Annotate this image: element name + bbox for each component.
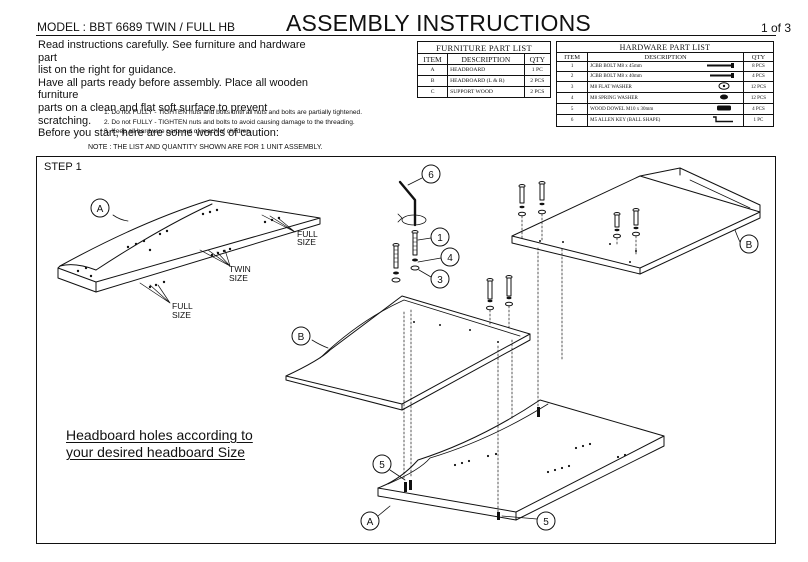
bottom-headboard-a — [360, 399, 665, 531]
headboard-holes — [76, 208, 281, 289]
dowel-number-label: 5 — [543, 517, 549, 528]
description-cell: SUPPORT WOOD — [447, 86, 525, 98]
lower-headboard-panel-b — [285, 295, 531, 411]
furniture-part-list: FURNITURE PART LIST ITEM DESCRIPTION QTY… — [416, 41, 552, 98]
part-b-label: B — [298, 332, 305, 343]
intro-line: Read instructions carefully. See furnitu… — [38, 39, 306, 64]
table-row: C SUPPORT WOOD 2 PCS — [416, 86, 552, 98]
headboard-size-callout: Headboard holes according to your desire… — [66, 427, 253, 461]
step-panel — [36, 156, 776, 544]
callout-line: Headboard holes according to — [66, 427, 253, 443]
full-size-label: FULL — [172, 301, 193, 311]
callout-line: your desired headboard Size — [66, 444, 246, 460]
twin-size-label: SIZE — [229, 273, 248, 283]
intro-line: Before you start, here are some words of… — [38, 127, 279, 140]
item-cell: C — [416, 86, 449, 98]
allen-key-icon — [698, 114, 744, 127]
bolt-number-label: 1 — [437, 233, 443, 244]
spring-washer-number-label: 4 — [447, 253, 453, 264]
model-number: MODEL : BBT 6689 TWIN / FULL HB — [37, 20, 236, 34]
qty-cell: 1 PC — [742, 114, 775, 127]
caution-item: 1. Do not FULLY - TIGHTEN nuts and bolts… — [104, 109, 363, 116]
intro-line: Have all parts ready before assembly. Pl… — [38, 76, 309, 102]
allen-key-number-label: 6 — [428, 170, 434, 181]
twin-size-label: TWIN — [229, 264, 251, 274]
caution-item: 2. Do not FULLY - TIGHTEN nuts and bolts… — [104, 118, 355, 126]
hardware-part-list: HARDWARE PART LIST ITEM DESCRIPTION QTY … — [555, 41, 775, 127]
page-number: 1 of 3 — [761, 21, 792, 35]
qty-cell: 2 PCS — [523, 86, 552, 98]
full-size-label: SIZE — [297, 237, 316, 247]
intro-text: Read instructions carefully. See furnitu… — [38, 39, 313, 140]
dowel-callouts — [372, 454, 556, 531]
allen-key-drawing — [397, 164, 441, 227]
upper-headboard-panel-b — [511, 167, 761, 275]
item-cell: 6 — [555, 114, 589, 127]
table-row: 1 JCBB BOLT M8 x 45mm 8 PCS — [555, 61, 775, 72]
table-row: 3 M8 FLAT WASHER 12 PCS — [555, 81, 775, 93]
caution-item: 3. Keep all hardware parts out of reach … — [104, 128, 252, 135]
bolt-set — [391, 181, 640, 311]
quantity-note: NOTE : THE LIST AND QUANTITY SHOWN ARE F… — [88, 144, 323, 151]
table-row: 6 M5 ALLEN KEY (BALL SHAPE) 1 PC — [555, 114, 775, 127]
headboard-detail-drawing — [57, 198, 321, 304]
caution-list: 1. Do not FULLY - TIGHTEN nuts and bolts… — [104, 108, 362, 137]
description-cell: M5 ALLEN KEY (BALL SHAPE) — [587, 114, 699, 127]
alignment-guides — [403, 213, 637, 513]
table-row: B HEADBOARD (L & R) 2 PCS — [416, 75, 552, 87]
intro-line: list on the right for guidance. — [38, 64, 177, 77]
header-divider — [36, 35, 776, 36]
page-title: ASSEMBLY INSTRUCTIONS — [286, 10, 591, 36]
part-a-label: A — [367, 517, 374, 528]
full-size-label: SIZE — [172, 310, 191, 320]
flat-washer-number-label: 3 — [437, 275, 443, 286]
part-b-label: B — [746, 240, 753, 251]
intro-line: parts on a clean and flat soft surface t… — [38, 101, 268, 127]
part-a-label: A — [97, 204, 104, 215]
full-size-label: FULL — [297, 229, 318, 239]
step-title: STEP 1 — [44, 161, 82, 173]
dowel-number-label: 5 — [379, 460, 385, 471]
